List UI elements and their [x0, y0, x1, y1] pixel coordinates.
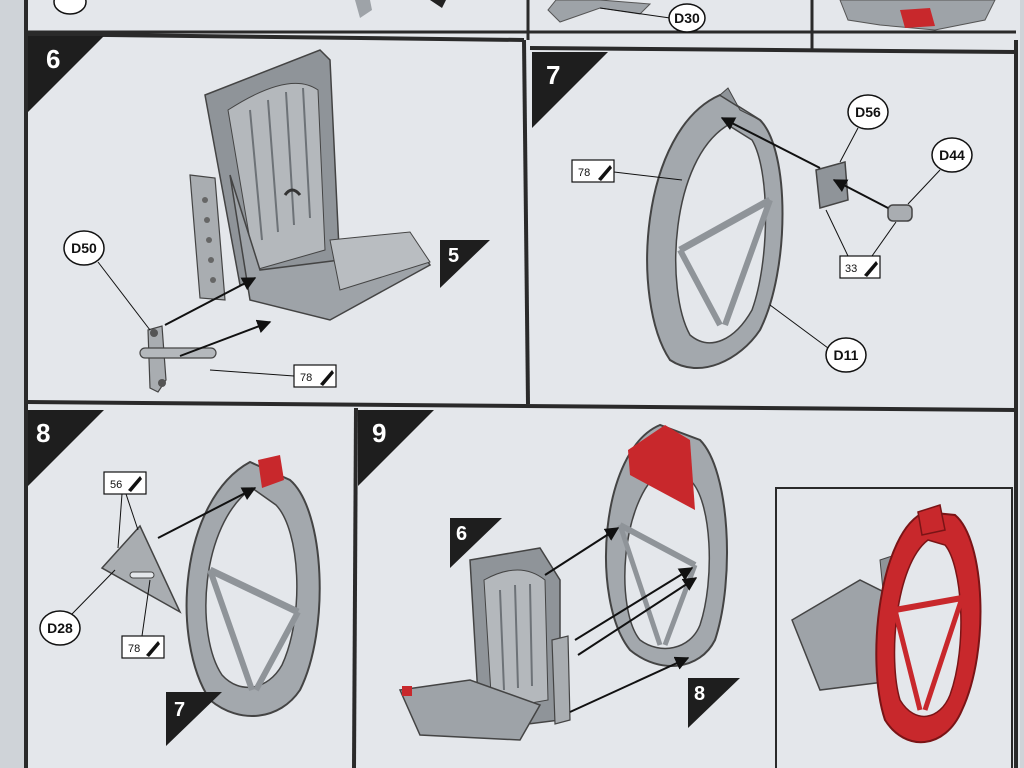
red-highlight [628, 425, 695, 510]
seat-part [189, 49, 432, 321]
paint-code-box [103, 471, 147, 495]
completed-assembly-inset [791, 504, 982, 744]
step-9-badge [358, 410, 434, 486]
part-label-d11: D11 [834, 347, 859, 363]
paint-code-box [121, 635, 165, 659]
assembly-arrow [164, 277, 257, 326]
red-highlight-fragment [900, 8, 935, 28]
part-label-d30: D30 [674, 10, 700, 26]
part-callout-d50 [63, 230, 105, 266]
step-8-badge [28, 410, 104, 486]
paint-brush-icon [320, 370, 334, 386]
assembly-arrow [832, 179, 889, 209]
seat-part [398, 547, 571, 741]
part-d28-shape [100, 524, 182, 614]
assembly-arrow [720, 117, 821, 169]
part-d44-shape [887, 204, 913, 222]
paint-brush-icon [128, 476, 142, 492]
paint-code-78: 78 [578, 167, 590, 179]
part-label-d28: D28 [47, 620, 73, 636]
step-8-reference-number: 8 [694, 683, 705, 705]
panel-frame [24, 0, 1018, 768]
part-callout-d28 [39, 610, 81, 646]
step-7-badge [532, 52, 608, 128]
paint-brush-icon [598, 165, 612, 181]
red-highlight [258, 455, 284, 488]
paint-code-56: 56 [110, 479, 122, 491]
step-7-reference-badge [166, 692, 222, 746]
part-fragment [547, 0, 652, 23]
part-callout-d11 [825, 337, 867, 373]
step-8-number: 8 [36, 418, 50, 448]
step-6-panel: 6 D50 78 5 [28, 36, 490, 393]
assembly-arrow [577, 577, 698, 656]
frame-ring-part [646, 87, 784, 370]
step-5-reference-number: 5 [448, 245, 459, 267]
paint-brush-icon [864, 261, 878, 277]
assembly-arrow [179, 319, 272, 357]
step-6-number: 6 [46, 44, 60, 74]
part-callout-d30 [668, 3, 706, 33]
step-7-panel: 7 D56 D44 D11 78 [532, 52, 973, 373]
paint-code-33: 33 [845, 263, 857, 275]
part-d50-shape [139, 325, 217, 393]
part-label-d50: D50 [71, 240, 97, 256]
step-6-reference-badge [450, 518, 502, 568]
step-7-number: 7 [546, 60, 560, 90]
paint-code-78: 78 [128, 643, 140, 655]
step-9-panel: 9 6 8 [358, 410, 982, 744]
assembly-arrow [157, 487, 257, 539]
top-strip: D30 [26, 0, 1016, 50]
frame-ring-part [185, 455, 321, 717]
step-5-reference-badge [440, 240, 490, 288]
paint-brush-icon [146, 641, 160, 657]
assembly-arrow [569, 656, 690, 713]
part-label-d56: D56 [855, 104, 881, 120]
step-corner-fragment [430, 0, 446, 8]
step-6-badge [28, 36, 104, 112]
part-callout-d44 [931, 137, 973, 173]
part-callout-d56 [847, 94, 889, 130]
step-9-number: 9 [372, 418, 386, 448]
part-fragment [355, 0, 372, 18]
assembly-arrow [544, 527, 620, 576]
part-label-d44: D44 [939, 147, 965, 163]
part-d56-shape [815, 161, 849, 209]
step-8-panel: 8 D28 56 78 7 [28, 410, 321, 746]
step-8-reference-badge [688, 678, 740, 728]
assembly-arrow [574, 567, 694, 641]
paint-code-78: 78 [300, 372, 312, 384]
part-callout-circle [53, 0, 87, 15]
step-6-reference-number: 6 [456, 523, 467, 545]
step-7-reference-number: 7 [174, 699, 185, 721]
